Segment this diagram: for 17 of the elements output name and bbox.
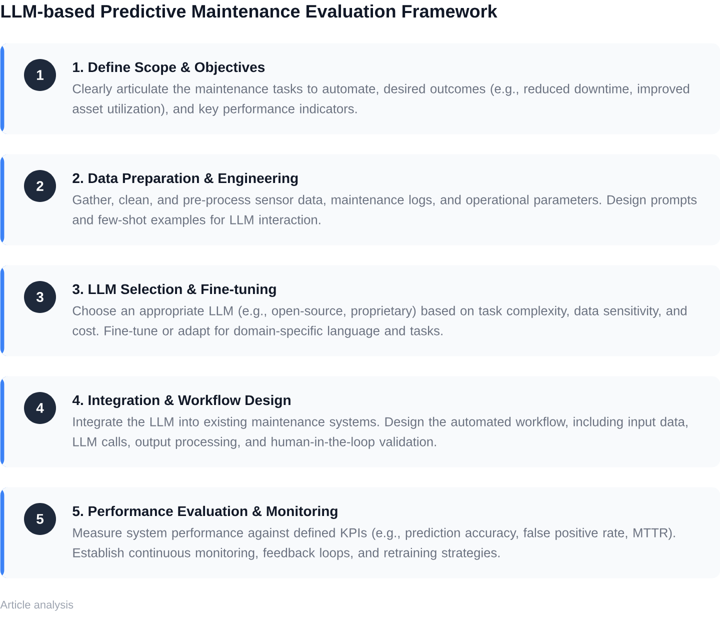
step-description: Gather, clean, and pre-process sensor data, maintenance logs, and operational parameters. Design prompts and few-shot examples for LLM interaction. <box>72 194 697 227</box>
step-number: 4 <box>24 392 56 424</box>
step-number: 2 <box>24 170 56 202</box>
step-description: Choose an appropriate LLM (e.g., open-source, proprietary) based on task complexity, data sensitivity, and cost. Fine-tune or adapt for domain-specific language and tasks. <box>72 306 686 338</box>
step-number: 1 <box>24 59 56 91</box>
footer-note: Article analysis <box>0 600 74 611</box>
step-title: 4. Integration & Workflow Design <box>72 394 290 408</box>
step-description: Clearly articulate the maintenance tasks to automate, desired outcomes (e.g., reduced downtime, improved asset utilization), and key performance indicators. <box>72 84 690 116</box>
title: LLM-based Predictive Maintenance Evaluation Framework <box>1 4 498 18</box>
step-title: 1. Define Scope & Objectives <box>73 62 265 75</box>
step-description: Measure system performance against defined KPIs (e.g., prediction accuracy, false positive rate, MTTR). Establish continuous monitoring, feedback loops, and retraining strategies. <box>73 528 675 560</box>
step-number: 3 <box>24 281 56 313</box>
step-title: 5. Performance Evaluation & Monitoring <box>72 506 338 519</box>
step-title: 2. Data Preparation & Engineering <box>72 172 298 186</box>
step-number: 5 <box>24 503 56 535</box>
step-title: 3. LLM Selection & Fine-tuning <box>72 284 276 297</box>
step-description: Integrate the LLM into existing maintenance systems. Design the automated workflow, including input data, LLM calls, output processing, and human-in-the-loop validation. <box>73 416 688 449</box>
